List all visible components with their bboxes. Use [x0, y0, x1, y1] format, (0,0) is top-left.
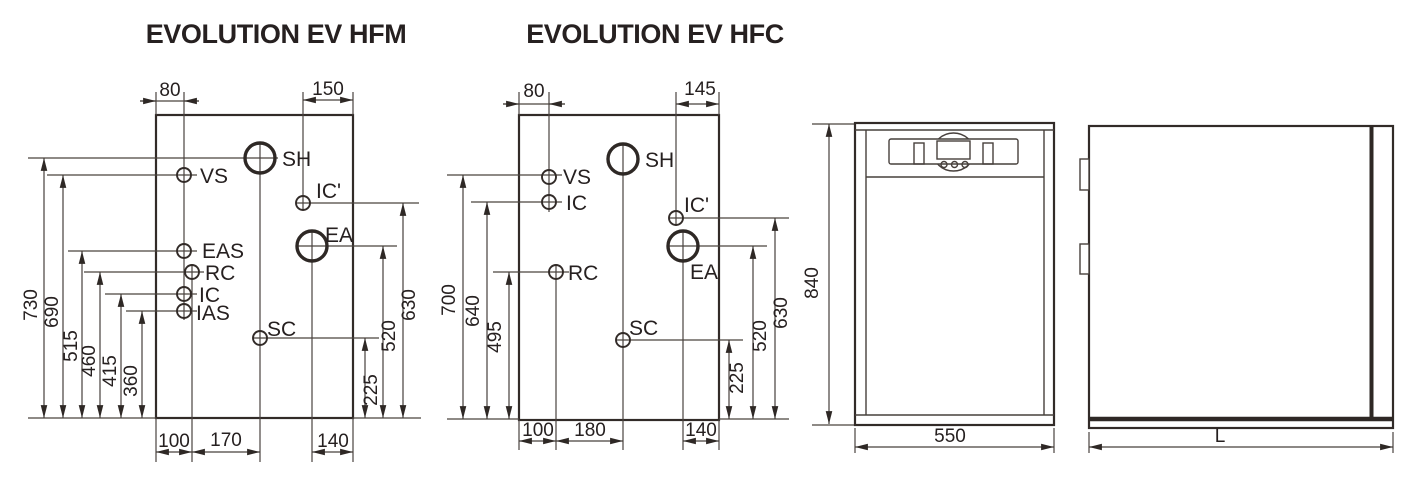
- lower-hinge: [1079, 243, 1090, 275]
- panel-hfm: EVOLUTION EV HFM 80 150 730 690 515 460 …: [21, 19, 421, 462]
- hfc-port-ic-label: IC: [566, 192, 587, 215]
- hfm-dim-225: 225: [361, 374, 382, 406]
- hfm-port-sc-label: SC: [267, 318, 296, 341]
- hfm-port-eas-circle: [176, 243, 192, 259]
- hfc-port-vs-label: VS: [563, 166, 591, 189]
- display-screen: [936, 140, 971, 160]
- hfm-dim-140: 140: [317, 431, 349, 452]
- hfc-dim-140: 140: [685, 420, 717, 441]
- hfc-dim-100: 100: [522, 420, 554, 441]
- hfc-port-sc-label: SC: [629, 317, 658, 340]
- hfm-port-vs-label: VS: [200, 165, 228, 188]
- hfm-port-eas-label: EAS: [202, 240, 244, 263]
- hfc-port-ea-circle: [666, 229, 700, 263]
- left-button: [913, 142, 925, 165]
- panel-side-view: L: [1079, 124, 1395, 453]
- control-panel-plate: [888, 138, 1019, 165]
- hfm-dim-100: 100: [158, 431, 190, 452]
- hfm-dim-170: 170: [210, 430, 242, 451]
- hfc-port-sc-circle: [615, 332, 631, 348]
- hfc-title: EVOLUTION EV HFC: [526, 19, 784, 49]
- hfc-dim-495: 495: [485, 321, 506, 353]
- hfm-port-vs-circle: [176, 167, 192, 183]
- hfm-port-ias-circle: [176, 303, 192, 319]
- side-view-outline: [1087, 124, 1395, 430]
- hfc-dim-630: 630: [771, 297, 792, 329]
- hfc-dim-145: 145: [684, 79, 716, 100]
- hfm-port-ic-prime-circle: [295, 195, 311, 211]
- hfm-dim-520: 520: [379, 320, 400, 352]
- hfm-port-sc-circle: [252, 330, 268, 346]
- hfm-dim-360: 360: [121, 365, 142, 397]
- hfm-port-ic-circle: [176, 286, 192, 302]
- knob-1: [940, 160, 948, 169]
- side-view-dim-l: L: [1215, 426, 1226, 447]
- front-view-inner-lines: [855, 129, 1054, 416]
- hfm-port-ic-label: IC: [199, 284, 220, 307]
- hfm-port-ea-circle: [295, 229, 329, 263]
- hfm-port-sh-circle: [243, 141, 277, 175]
- hfm-port-ias-label: IAS: [196, 302, 230, 325]
- hfc-port-ic-prime-label: IC': [684, 194, 709, 217]
- panel-hfc: EVOLUTION EV HFC 80 145 700 640 495 630 …: [439, 19, 792, 450]
- hfc-dim-225: 225: [727, 362, 748, 394]
- hfc-dim-520: 520: [750, 320, 771, 352]
- right-button: [982, 142, 994, 165]
- upper-hinge: [1079, 158, 1090, 191]
- hfm-dim-80: 80: [159, 80, 180, 101]
- hfm-dim-690: 690: [42, 296, 63, 328]
- hfm-dim-730: 730: [21, 289, 42, 321]
- hfc-dim-640: 640: [463, 295, 484, 327]
- hfm-port-rc-circle: [184, 264, 200, 280]
- front-view-dim-840: 840: [802, 267, 823, 299]
- hfm-dim-630: 630: [399, 289, 420, 321]
- hfm-dim-460: 460: [79, 345, 100, 377]
- knob-2: [950, 160, 959, 169]
- front-view-dim-550: 550: [934, 426, 966, 447]
- hfc-dim-180: 180: [574, 420, 606, 441]
- panel-front-view: 840 550: [802, 121, 1056, 453]
- hfm-port-ic-prime-label: IC': [316, 180, 341, 203]
- hfm-dim-150: 150: [312, 79, 344, 100]
- hfm-port-ea-label: EA: [325, 224, 353, 247]
- hfc-casing-outline: [517, 113, 721, 422]
- knob-3: [961, 160, 969, 169]
- hfm-dim-415: 415: [100, 355, 121, 387]
- hfc-port-rc-circle: [548, 264, 564, 280]
- front-view-height-extensions: [812, 123, 855, 426]
- hfm-casing-outline: [154, 113, 355, 420]
- hfc-port-sh-circle: [606, 142, 640, 176]
- hfm-dim-515: 515: [61, 330, 82, 362]
- hfc-port-vs-circle: [541, 169, 557, 185]
- hfc-dim-80: 80: [523, 81, 544, 102]
- hfc-port-rc-label: RC: [568, 262, 598, 285]
- hfc-port-ic-prime-circle: [668, 210, 684, 226]
- hfc-dim-700: 700: [439, 284, 460, 316]
- control-panel: [888, 132, 1019, 172]
- hfc-port-ic-circle: [541, 194, 557, 210]
- hfm-port-sh-label: SH: [282, 148, 311, 171]
- hfm-title: EVOLUTION EV HFM: [146, 19, 407, 49]
- hfm-port-rc-label: RC: [205, 262, 235, 285]
- front-view-outline: [853, 121, 1056, 427]
- hfc-port-sh-label: SH: [645, 149, 674, 172]
- hfc-port-ea-label: EA: [690, 261, 718, 284]
